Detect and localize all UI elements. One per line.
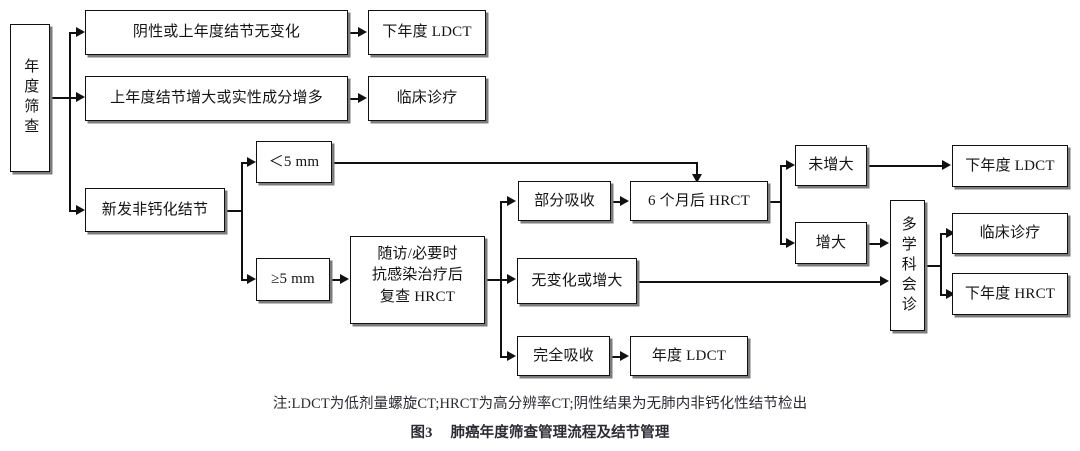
- node-complete-absorption[interactable]: 完全吸收: [517, 336, 610, 376]
- followup-line-1: 随访/必要时: [377, 246, 458, 262]
- edge-lt5mm-right: [332, 162, 698, 164]
- edge-lt5mm-down: [696, 162, 698, 176]
- node-unchanged-or-enlarged[interactable]: 无变化或增大: [517, 258, 637, 304]
- edge-enlarged-mdt: [867, 243, 882, 245]
- arrowhead-unchanged: [507, 274, 516, 284]
- arrowhead-lt5mm-hrct: [692, 174, 702, 183]
- arrowhead-enlarged2: [786, 238, 795, 248]
- figure-caption: 图3 肺癌年度筛查管理流程及结节管理: [0, 421, 1080, 442]
- arrowhead-mdt-clinical: [946, 228, 955, 238]
- followup-line-3: 复查 HRCT: [379, 288, 456, 305]
- node-not-enlarged[interactable]: 未增大: [795, 145, 867, 186]
- edge-followup-out: [485, 279, 502, 281]
- arrowhead-lt5mm: [247, 157, 256, 167]
- edge-to-enlarged2: [780, 243, 788, 245]
- node-clinical-diagnosis-right[interactable]: 临床诊疗: [952, 213, 1068, 254]
- node-mdt-consultation[interactable]: 多学科会诊: [890, 200, 925, 331]
- edge-to-lt5mm: [241, 162, 249, 164]
- edge-to-ge5mm: [241, 279, 249, 281]
- arrowhead-ge5mm: [247, 274, 256, 284]
- arrowhead-mdt-hrct: [946, 289, 955, 299]
- edge-notenlarged-ldct: [867, 165, 944, 167]
- node-hrct-6-months[interactable]: 6 个月后 HRCT: [630, 181, 768, 221]
- arrowhead-complete-ldct: [620, 351, 629, 361]
- edge-screening-trunk: [69, 32, 71, 212]
- node-next-year-ldct-right[interactable]: 下年度 LDCT: [952, 145, 1068, 187]
- node-enlarged[interactable]: 增大: [795, 222, 867, 264]
- figure-title: 肺癌年度筛查管理流程及结节管理: [450, 425, 670, 441]
- node-next-year-hrct-right[interactable]: 下年度 HRCT: [952, 273, 1068, 315]
- arrowhead-enlarged-mdt: [880, 238, 889, 248]
- arrowhead-to-newnodule: [76, 205, 85, 215]
- edge-to-complete: [500, 356, 508, 358]
- edge-mdt-clinical: [940, 233, 948, 235]
- arrowhead-unchanged-mdt: [880, 276, 889, 286]
- edge-newnodule-split: [241, 162, 243, 280]
- arrowhead-complete: [507, 351, 516, 361]
- edge-mdt-hrct: [940, 294, 948, 296]
- arrowhead-partial: [507, 196, 516, 206]
- edge-to-unchanged: [500, 279, 508, 281]
- node-negative-or-unchanged[interactable]: 阴性或上年度结节无变化: [85, 10, 348, 55]
- edge-mdt-out: [925, 265, 942, 267]
- edge-screening-to-enlarged: [69, 97, 77, 99]
- edge-ge5mm-followup: [330, 279, 341, 281]
- node-new-noncalcified-nodule[interactable]: 新发非钙化结节: [85, 188, 225, 232]
- node-partial-absorption[interactable]: 部分吸收: [518, 181, 611, 221]
- figure-number: 图3: [410, 425, 433, 441]
- arrowhead-to-negative: [76, 27, 85, 37]
- followup-line-2: 抗感染治疗后: [371, 267, 464, 284]
- edge-unchanged-mdt: [637, 281, 882, 283]
- edge-complete-ldct: [610, 356, 622, 358]
- edge-enlarged-to-clinical: [348, 98, 359, 100]
- arrowhead-ge5mm-followup: [340, 274, 349, 284]
- edge-partial-hrct: [611, 201, 622, 203]
- node-followup-hrct[interactable]: 随访/必要时 抗感染治疗后 复查 HRCT: [350, 236, 485, 324]
- arrowhead-partial-hrct: [620, 196, 629, 206]
- arrowhead-enlarged-clinical: [358, 93, 367, 103]
- edge-screening-to-negative: [69, 32, 77, 34]
- arrowhead-notenlarged-ldct: [942, 160, 951, 170]
- figure-note: 注:LDCT为低剂量螺旋CT;HRCT为高分辨率CT;阴性结果为无肺内非钙化性结…: [272, 396, 808, 412]
- edge-newnodule-out: [225, 210, 243, 212]
- edge-to-notenlarged: [780, 165, 788, 167]
- arrowhead-notenlarged: [786, 160, 795, 170]
- edge-screening-stem: [50, 97, 70, 99]
- node-enlarged-or-solid-increase[interactable]: 上年度结节增大或实性成分增多: [85, 76, 348, 121]
- edge-to-partial: [500, 201, 508, 203]
- edge-followup-split: [500, 201, 502, 356]
- edge-screening-to-newnodule: [69, 210, 77, 212]
- arrowhead-negative-ldct: [358, 27, 367, 37]
- node-clinical-diagnosis-top[interactable]: 临床诊疗: [368, 76, 486, 121]
- node-ge-5mm[interactable]: ≥5 mm: [256, 258, 330, 301]
- edge-hrct-out: [768, 201, 782, 203]
- node-annual-ldct[interactable]: 年度 LDCT: [630, 336, 748, 376]
- edge-hrct-split: [780, 165, 782, 244]
- edge-negative-to-ldct: [348, 32, 359, 34]
- edge-mdt-split: [940, 233, 942, 295]
- node-annual-screening[interactable]: 年度筛查: [10, 24, 50, 172]
- arrowhead-to-enlarged: [76, 92, 85, 102]
- node-next-year-ldct-top[interactable]: 下年度 LDCT: [368, 10, 486, 55]
- node-lt-5mm[interactable]: ＜5 mm: [256, 141, 332, 183]
